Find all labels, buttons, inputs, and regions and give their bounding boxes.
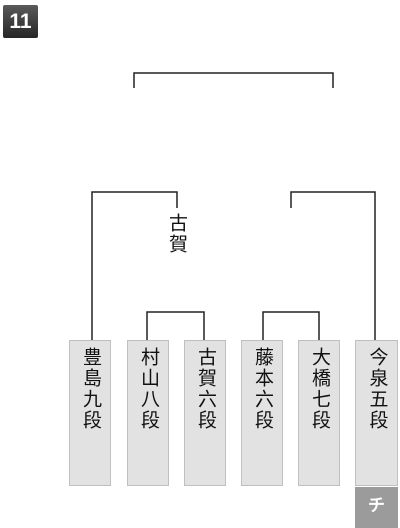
player-name: 藤本六段 <box>252 347 274 431</box>
left-semifinal-line <box>91 191 178 340</box>
right-semifinal-line <box>290 191 376 340</box>
player-card[interactable]: 大橋七段 <box>298 340 340 486</box>
player-name: 豊島九段 <box>80 347 102 431</box>
player-card[interactable]: 古賀六段 <box>184 340 226 486</box>
player-card[interactable]: 今泉五段 <box>355 340 398 486</box>
player-card[interactable]: 藤本六段 <box>241 340 283 486</box>
semifinal-winner-label: 古賀 <box>166 213 188 255</box>
first-round-left-line <box>146 311 205 340</box>
player-name: 村山八段 <box>138 347 160 431</box>
player-name: 大橋七段 <box>309 347 331 431</box>
chi-tab-button[interactable]: チ <box>355 487 398 528</box>
player-name: 古賀六段 <box>195 347 217 431</box>
player-card[interactable]: 村山八段 <box>127 340 169 486</box>
first-round-right-line <box>262 311 320 340</box>
round-badge: 11 <box>3 5 38 38</box>
player-name: 今泉五段 <box>366 347 389 431</box>
final-bracket-line <box>133 72 334 88</box>
player-card[interactable]: 豊島九段 <box>69 340 111 486</box>
